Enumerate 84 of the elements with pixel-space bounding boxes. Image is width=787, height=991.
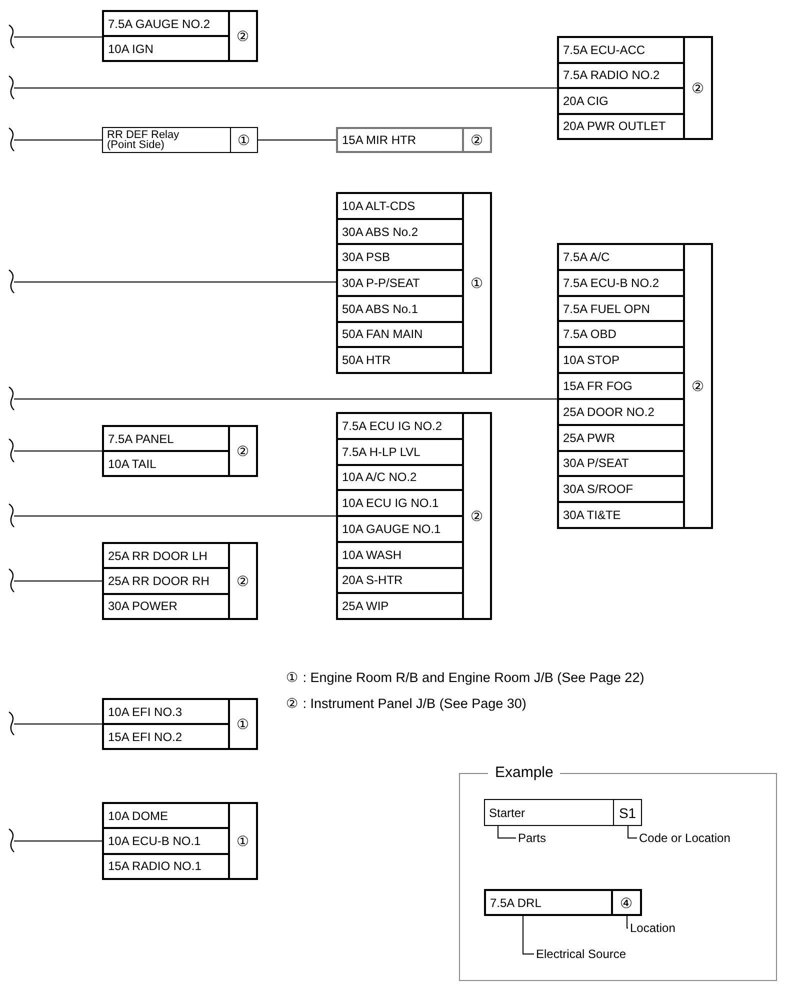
fuse-block — [557, 243, 713, 529]
fuse-label: 30A PSB — [338, 245, 462, 272]
wire — [14, 36, 102, 38]
location-number: ④ — [611, 891, 640, 914]
location-number: ① — [228, 804, 256, 878]
fuse-label: 7.5A RADIO NO.2 — [559, 64, 683, 89]
fuse-label: 30A TI&TE — [562, 507, 622, 524]
fuse-label: 15A MIR HTR — [341, 132, 418, 149]
fuse-label: 7.5A ECU-ACC — [559, 38, 683, 64]
fuse-label: 30A P-P/SEAT — [338, 271, 462, 297]
fuse-label: 25A RR DOOR RH — [104, 569, 228, 595]
fuse-label: 10A ALT-CDS — [338, 194, 462, 220]
location-number: ② — [683, 38, 711, 138]
fuse-label: 30A POWER — [107, 598, 178, 616]
frame-title: Example — [488, 764, 560, 782]
fuse-label: 50A FAN MAIN — [338, 322, 462, 348]
fuse-block — [102, 10, 258, 62]
fuse-block — [484, 889, 642, 916]
fuse-label: 10A STOP — [559, 348, 683, 374]
leader-line — [522, 916, 534, 954]
fuse-label: 20A PWR OUTLET — [562, 118, 667, 136]
fuse-label: 30A P/SEAT — [559, 452, 683, 478]
location-number: ② — [228, 544, 256, 618]
location-number: S1 — [613, 800, 641, 825]
fuse-label: 10A TAIL — [107, 456, 158, 472]
fuse-block — [336, 412, 492, 620]
fuse-label: 10A A/C NO.2 — [338, 466, 462, 492]
fuse-label: 25A WIP — [341, 598, 390, 616]
location-number: ② — [462, 129, 490, 151]
fuse-label: 10A ECU IG NO.1 — [338, 491, 462, 517]
leader-line — [626, 916, 628, 928]
fuse-block — [102, 425, 258, 477]
fuse-label: 10A DOME — [104, 804, 228, 830]
fuse-label: 30A S/ROOF — [559, 477, 683, 504]
fuse-label: 7.5A ECU IG NO.2 — [338, 414, 462, 440]
leader-line — [498, 826, 516, 838]
fuse-label: 7.5A GAUGE NO.2 — [104, 12, 228, 37]
fuse-label: 25A DOOR NO.2 — [559, 400, 683, 426]
fuse-block — [102, 127, 258, 153]
fuse-label: 10A WASH — [338, 542, 462, 568]
fuse-label: 10A GAUGE NO.1 — [338, 517, 462, 543]
fuse-block — [336, 127, 492, 153]
fuse-label: 25A PWR — [559, 426, 683, 452]
location-note: ① : Engine Room R/B and Engine Room J/B (See Page 22) — [286, 669, 644, 687]
wire — [14, 580, 102, 582]
location-number: ② — [462, 414, 490, 618]
location-note: ② : Instrument Panel J/B (See Page 30) — [286, 695, 526, 713]
leader-line — [628, 826, 638, 838]
location-number: ① — [462, 194, 490, 372]
fuse-label: 10A ECU-B NO.1 — [104, 829, 228, 855]
fuse-label: 50A HTR — [341, 352, 392, 370]
fuse-label: 15A EFI NO.2 — [107, 728, 184, 746]
fuse-label: 15A RADIO NO.1 — [107, 858, 202, 876]
fuse-label: 7.5A ECU-B NO.2 — [559, 270, 683, 297]
fuse-label: 7.5A H-LP LVL — [338, 440, 462, 466]
fuse-label: RR DEF Relay (Point Side) — [106, 128, 180, 152]
fuse-block — [102, 698, 258, 750]
fuse-label: 20A S-HTR — [338, 568, 462, 594]
fuse-block — [102, 542, 258, 620]
fuse-block — [336, 192, 492, 374]
location-number: ② — [228, 427, 256, 475]
fuse-label: Starter — [488, 804, 526, 822]
fuse-label: 7.5A PANEL — [104, 427, 228, 452]
location-number: ② — [683, 245, 711, 527]
location-number: ② — [228, 12, 256, 60]
fuse-label: 7.5A DRL — [489, 894, 542, 912]
wire — [14, 450, 102, 452]
fuse-label: 10A IGN — [107, 40, 154, 58]
fuse-label: 15A FR FOG — [559, 374, 683, 400]
fuse-label: 7.5A OBD — [559, 322, 683, 348]
fuse-label: 7.5A A/C — [559, 245, 683, 271]
location-number: ① — [228, 700, 256, 748]
wire — [14, 398, 558, 400]
wire — [14, 840, 102, 842]
fuse-label: 7.5A FUEL OPN — [559, 296, 683, 322]
fuse-label: 30A ABS No.2 — [338, 220, 462, 246]
fuse-label: 25A RR DOOR LH — [104, 544, 228, 570]
fuse-block — [557, 36, 713, 140]
fuse-block — [102, 802, 258, 880]
fuse-block — [484, 799, 642, 826]
fuse-label: 20A CIG — [559, 89, 683, 114]
fuse-label: 50A ABS No.1 — [338, 296, 462, 323]
fuse-label: 10A EFI NO.3 — [104, 700, 228, 725]
location-number: ① — [230, 128, 257, 152]
